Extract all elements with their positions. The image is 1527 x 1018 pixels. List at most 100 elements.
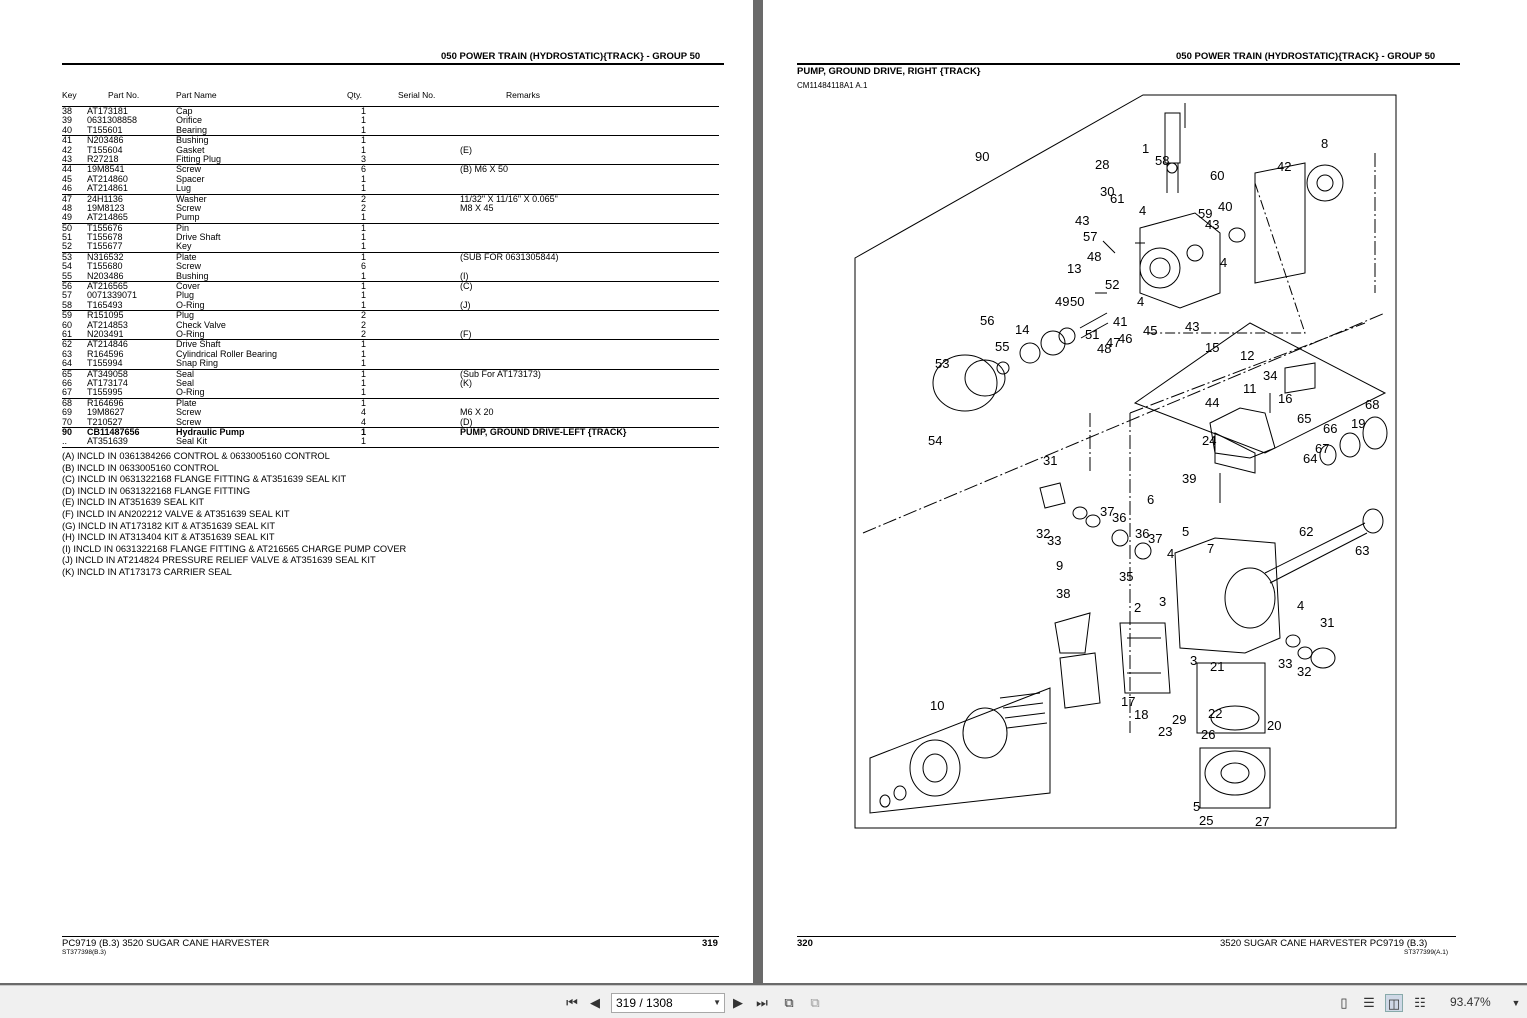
svg-text:25: 25 (1199, 813, 1213, 828)
row-key: 51 (62, 232, 73, 243)
page-number-input[interactable]: 319 / 1308 ▼ (611, 993, 725, 1013)
svg-text:34: 34 (1263, 368, 1277, 383)
row-remarks: (D) (460, 416, 473, 427)
row-qty: 1 (360, 212, 366, 223)
row-part-no: T155604 (87, 144, 123, 155)
svg-text:44: 44 (1205, 395, 1219, 410)
row-qty: 1 (360, 251, 366, 262)
plate-9 (1059, 652, 1101, 709)
row-part-no: AT214846 (87, 339, 128, 350)
svg-text:63: 63 (1355, 543, 1369, 558)
plate-56 (964, 359, 1006, 397)
svg-text:50: 50 (1070, 294, 1084, 309)
svg-text:55: 55 (995, 339, 1009, 354)
row-part-name: Screw (176, 164, 202, 175)
row-qty: 1 (360, 232, 366, 243)
svg-text:51: 51 (1085, 327, 1099, 342)
zoom-dropdown-icon[interactable]: ▼ (1511, 998, 1521, 1008)
row-key: 66 (62, 377, 73, 388)
row-qty: 2 (360, 310, 366, 321)
svg-text:9: 9 (1056, 558, 1063, 573)
go-back-icon[interactable]: ⧉ (784, 995, 794, 1010)
row-part-name: Plug (176, 310, 195, 321)
row-remarks: (F) (460, 328, 472, 339)
svg-text:31: 31 (1043, 453, 1057, 468)
continuous-icon[interactable]: ☰ (1363, 995, 1375, 1010)
svg-text:40: 40 (1218, 199, 1232, 214)
footnote: (H) INCLD IN AT313404 KIT & AT351639 SEA… (62, 532, 275, 543)
first-page-icon[interactable]: ⏮ (566, 995, 578, 1010)
prev-page-icon[interactable]: ◀ (590, 995, 600, 1010)
col-key: Key (62, 90, 77, 100)
single-page-icon[interactable]: ▯ (1340, 995, 1348, 1010)
row-qty: 1 (360, 281, 366, 292)
svg-text:39: 39 (1182, 471, 1196, 486)
svg-text:19: 19 (1351, 416, 1365, 431)
chevron-down-icon[interactable]: ▼ (713, 998, 721, 1007)
svg-text:35: 35 (1119, 569, 1133, 584)
next-page-icon[interactable]: ▶ (733, 995, 743, 1010)
diagram-frame (854, 94, 1397, 829)
assembly-line (1129, 322, 1366, 414)
flange-31 (1039, 482, 1066, 509)
go-forward-icon[interactable]: ⧉ (810, 995, 820, 1010)
row-part-no: AT349058 (87, 368, 128, 379)
two-page-icon[interactable]: ◫ (1385, 994, 1403, 1012)
row-part-no: 0631308858 (87, 115, 138, 126)
svg-text:29: 29 (1172, 712, 1186, 727)
row-part-name: Gasket (176, 144, 205, 155)
row-part-no: 19M8627 (87, 407, 125, 418)
row-qty: 1 (360, 290, 366, 301)
row-part-name: Bearing (176, 124, 208, 135)
row-part-name: Cylindrical Roller Bearing (176, 348, 278, 359)
row-qty: 1 (360, 222, 366, 233)
row-qty: 1 (360, 106, 366, 116)
last-page-icon[interactable]: ⏭ (756, 995, 768, 1010)
page-display: 319 / 1308 (616, 996, 673, 1010)
svg-text:33: 33 (1278, 656, 1292, 671)
row-part-name: Drive Shaft (176, 339, 221, 350)
svg-text:64: 64 (1303, 451, 1317, 466)
flange-31-right (1310, 647, 1336, 669)
row-key: 64 (62, 358, 73, 369)
row-part-name: Cover (176, 281, 201, 292)
document-viewer[interactable]: 050 POWER TRAIN (HYDROSTATIC){TRACK} - G… (0, 0, 1527, 985)
row-remarks: (K) (460, 377, 472, 388)
svg-text:41: 41 (1113, 314, 1127, 329)
row-key: 40 (62, 124, 73, 135)
plate-53 (932, 354, 998, 412)
page-319: 050 POWER TRAIN (HYDROSTATIC){TRACK} - G… (0, 0, 753, 983)
row-qty: 1 (360, 299, 366, 310)
row-part-name: Screw (176, 261, 202, 272)
row-qty: 2 (360, 193, 366, 204)
svg-text:22: 22 (1208, 706, 1222, 721)
row-qty: 1 (360, 183, 366, 194)
row-part-name: Drive Shaft (176, 232, 221, 243)
row-remarks: PUMP, GROUND DRIVE-LEFT {TRACK} (460, 426, 627, 437)
row-part-no: T165493 (87, 299, 123, 310)
control-12 (1209, 407, 1276, 459)
row-part-no: T155994 (87, 358, 123, 369)
two-page-continuous-icon[interactable]: ☷ (1414, 995, 1426, 1010)
main-housing (1174, 537, 1281, 654)
row-qty: 2 (360, 202, 366, 213)
svg-text:28: 28 (1095, 157, 1109, 172)
svg-text:36: 36 (1112, 510, 1126, 525)
row-part-no: T155601 (87, 124, 123, 135)
valve-58 (1164, 112, 1181, 164)
zoom-level[interactable]: 93.47% (1450, 995, 1491, 1009)
